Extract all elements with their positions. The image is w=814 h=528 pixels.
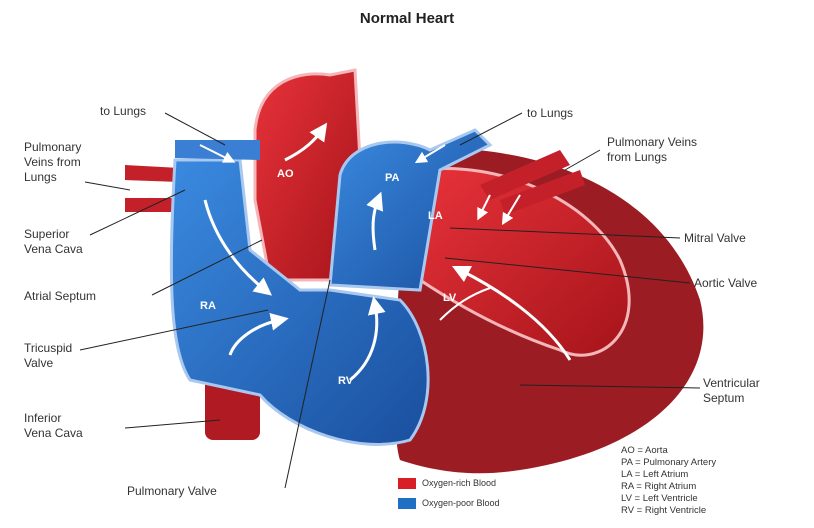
label-ventricular-septum: Ventricular Septum: [703, 376, 760, 406]
pulmonary-artery-left-branch: [175, 140, 260, 160]
chamber-ra-label: RA: [200, 300, 216, 313]
key-item: PA = Pulmonary Artery: [621, 457, 716, 469]
label-pulmonary-veins-left: Pulmonary Veins from Lungs: [24, 140, 81, 185]
legend-label: Oxygen-rich Blood: [422, 478, 496, 488]
chamber-rv-label: RV: [338, 375, 353, 388]
chamber-pa-label: PA: [385, 172, 399, 185]
key-item: LV = Left Ventricle: [621, 493, 716, 505]
legend-swatch-blue: [398, 498, 416, 509]
chamber-lv-label: LV: [443, 292, 456, 305]
label-to-lungs-right: to Lungs: [527, 106, 573, 121]
label-pulmonary-veins-right: Pulmonary Veins from Lungs: [607, 135, 697, 165]
label-aortic-valve: Aortic Valve: [694, 276, 757, 291]
label-inferior-vena-cava: Inferior Vena Cava: [24, 411, 83, 441]
legend-swatch-red: [398, 478, 416, 489]
key-item: RV = Right Ventricle: [621, 505, 716, 517]
label-mitral-valve: Mitral Valve: [684, 231, 746, 246]
abbreviation-key: AO = Aorta PA = Pulmonary Artery LA = Le…: [621, 445, 716, 517]
chamber-la-label: LA: [428, 210, 443, 223]
legend-item-oxygen-rich: Oxygen-rich Blood: [398, 478, 496, 492]
label-atrial-septum: Atrial Septum: [24, 289, 96, 304]
chamber-ao-label: AO: [277, 168, 294, 181]
legend-item-oxygen-poor: Oxygen-poor Blood: [398, 498, 500, 512]
label-to-lungs-left: to Lungs: [100, 104, 146, 119]
key-item: LA = Left Atrium: [621, 469, 716, 481]
label-superior-vena-cava: Superior Vena Cava: [24, 227, 83, 257]
label-tricuspid-valve: Tricuspid Valve: [24, 341, 72, 371]
label-pulmonary-valve: Pulmonary Valve: [127, 484, 217, 499]
legend-label: Oxygen-poor Blood: [422, 498, 500, 508]
key-item: RA = Right Atrium: [621, 481, 716, 493]
key-item: AO = Aorta: [621, 445, 716, 457]
